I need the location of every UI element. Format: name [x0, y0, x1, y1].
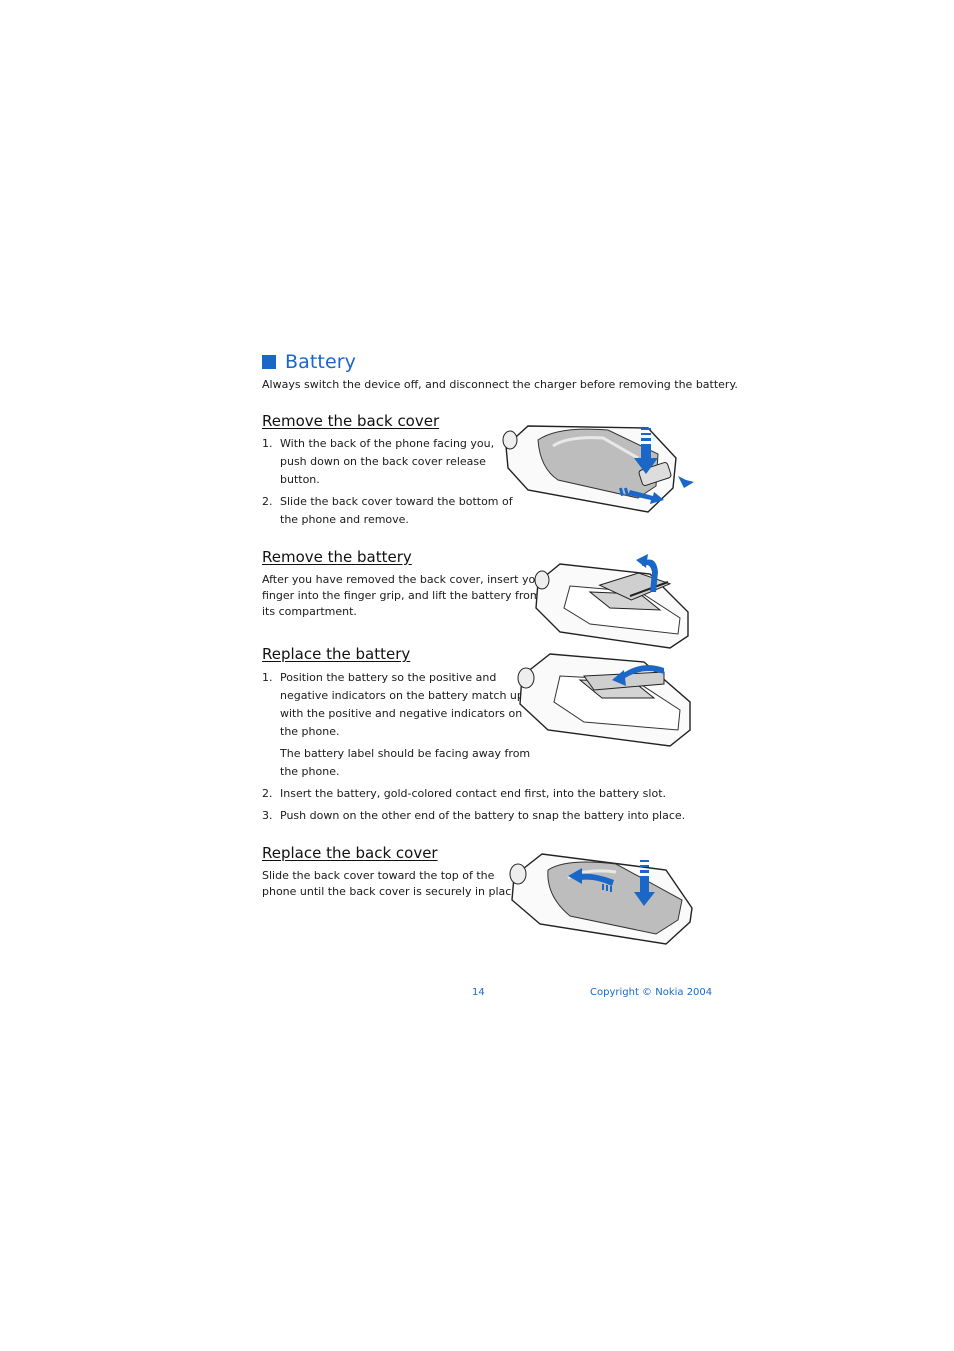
step-text: With the back of the phone facing you, p… [280, 435, 494, 489]
heading-remove-battery: Remove the battery [262, 548, 412, 566]
step-text: Insert the battery, gold-colored contact… [280, 787, 667, 800]
section-heading: Battery [262, 349, 356, 375]
step-number: 1. [262, 671, 273, 684]
push-down-arrow-icon [634, 428, 658, 474]
copyright-text: Copyright © Nokia 2004 [590, 987, 713, 998]
replace-battery-illustration [517, 653, 691, 747]
replace-cover-text: Slide the back cover toward the top of t… [262, 868, 522, 900]
note-line: The battery label should be facing away … [280, 747, 531, 760]
step-line: the phone. [280, 725, 340, 738]
step-text: Push down on the other end of the batter… [280, 809, 686, 822]
replace-back-cover-illustration [509, 853, 693, 945]
step-line: push down on the back cover release [280, 455, 486, 468]
heading-replace-battery: Replace the battery [262, 645, 411, 663]
section-title: Battery [285, 351, 357, 373]
text-line: phone until the back cover is securely i… [262, 885, 522, 898]
step-line: Position the battery so the positive and [280, 671, 497, 684]
page-number: 14 [472, 987, 485, 998]
slide-up-arrow-icon [568, 868, 614, 892]
insert-arrow-icon [612, 665, 664, 686]
step-note: The battery label should be facing away … [280, 745, 530, 781]
heading-bullet-icon [262, 355, 276, 369]
step-text: Position the battery so the positive and… [280, 669, 524, 741]
remove-battery-text: After you have removed the back cover, i… [262, 572, 547, 620]
heading-replace-back-cover: Replace the back cover [262, 844, 438, 862]
step-number: 1. [262, 437, 273, 450]
step-number: 2. [262, 787, 273, 800]
note-line: the phone. [280, 765, 340, 778]
slide-arrow-icon [618, 476, 694, 504]
step-text: Slide the back cover toward the bottom o… [280, 493, 513, 529]
lift-arrow-icon [636, 554, 658, 592]
step-line: the phone and remove. [280, 513, 409, 526]
text-line: After you have removed the back cover, i… [262, 573, 547, 586]
push-down-arrow-icon [634, 860, 655, 906]
text-line: its compartment. [262, 605, 357, 618]
step-line: With the back of the phone facing you, [280, 437, 495, 450]
heading-remove-back-cover: Remove the back cover [262, 412, 440, 430]
intro-text: Always switch the device off, and discon… [262, 378, 738, 391]
step-line: with the positive and negative indicator… [280, 707, 523, 720]
text-line: finger into the finger grip, and lift th… [262, 589, 541, 602]
step-number: 2. [262, 495, 273, 508]
step-line: negative indicators on the battery match… [280, 689, 524, 702]
remove-battery-illustration [534, 554, 689, 649]
text-line: Slide the back cover toward the top of t… [262, 869, 495, 882]
step-line: button. [280, 473, 320, 486]
step-line: Slide the back cover toward the bottom o… [280, 495, 513, 508]
step-number: 3. [262, 809, 273, 822]
remove-back-cover-illustration [502, 425, 694, 513]
